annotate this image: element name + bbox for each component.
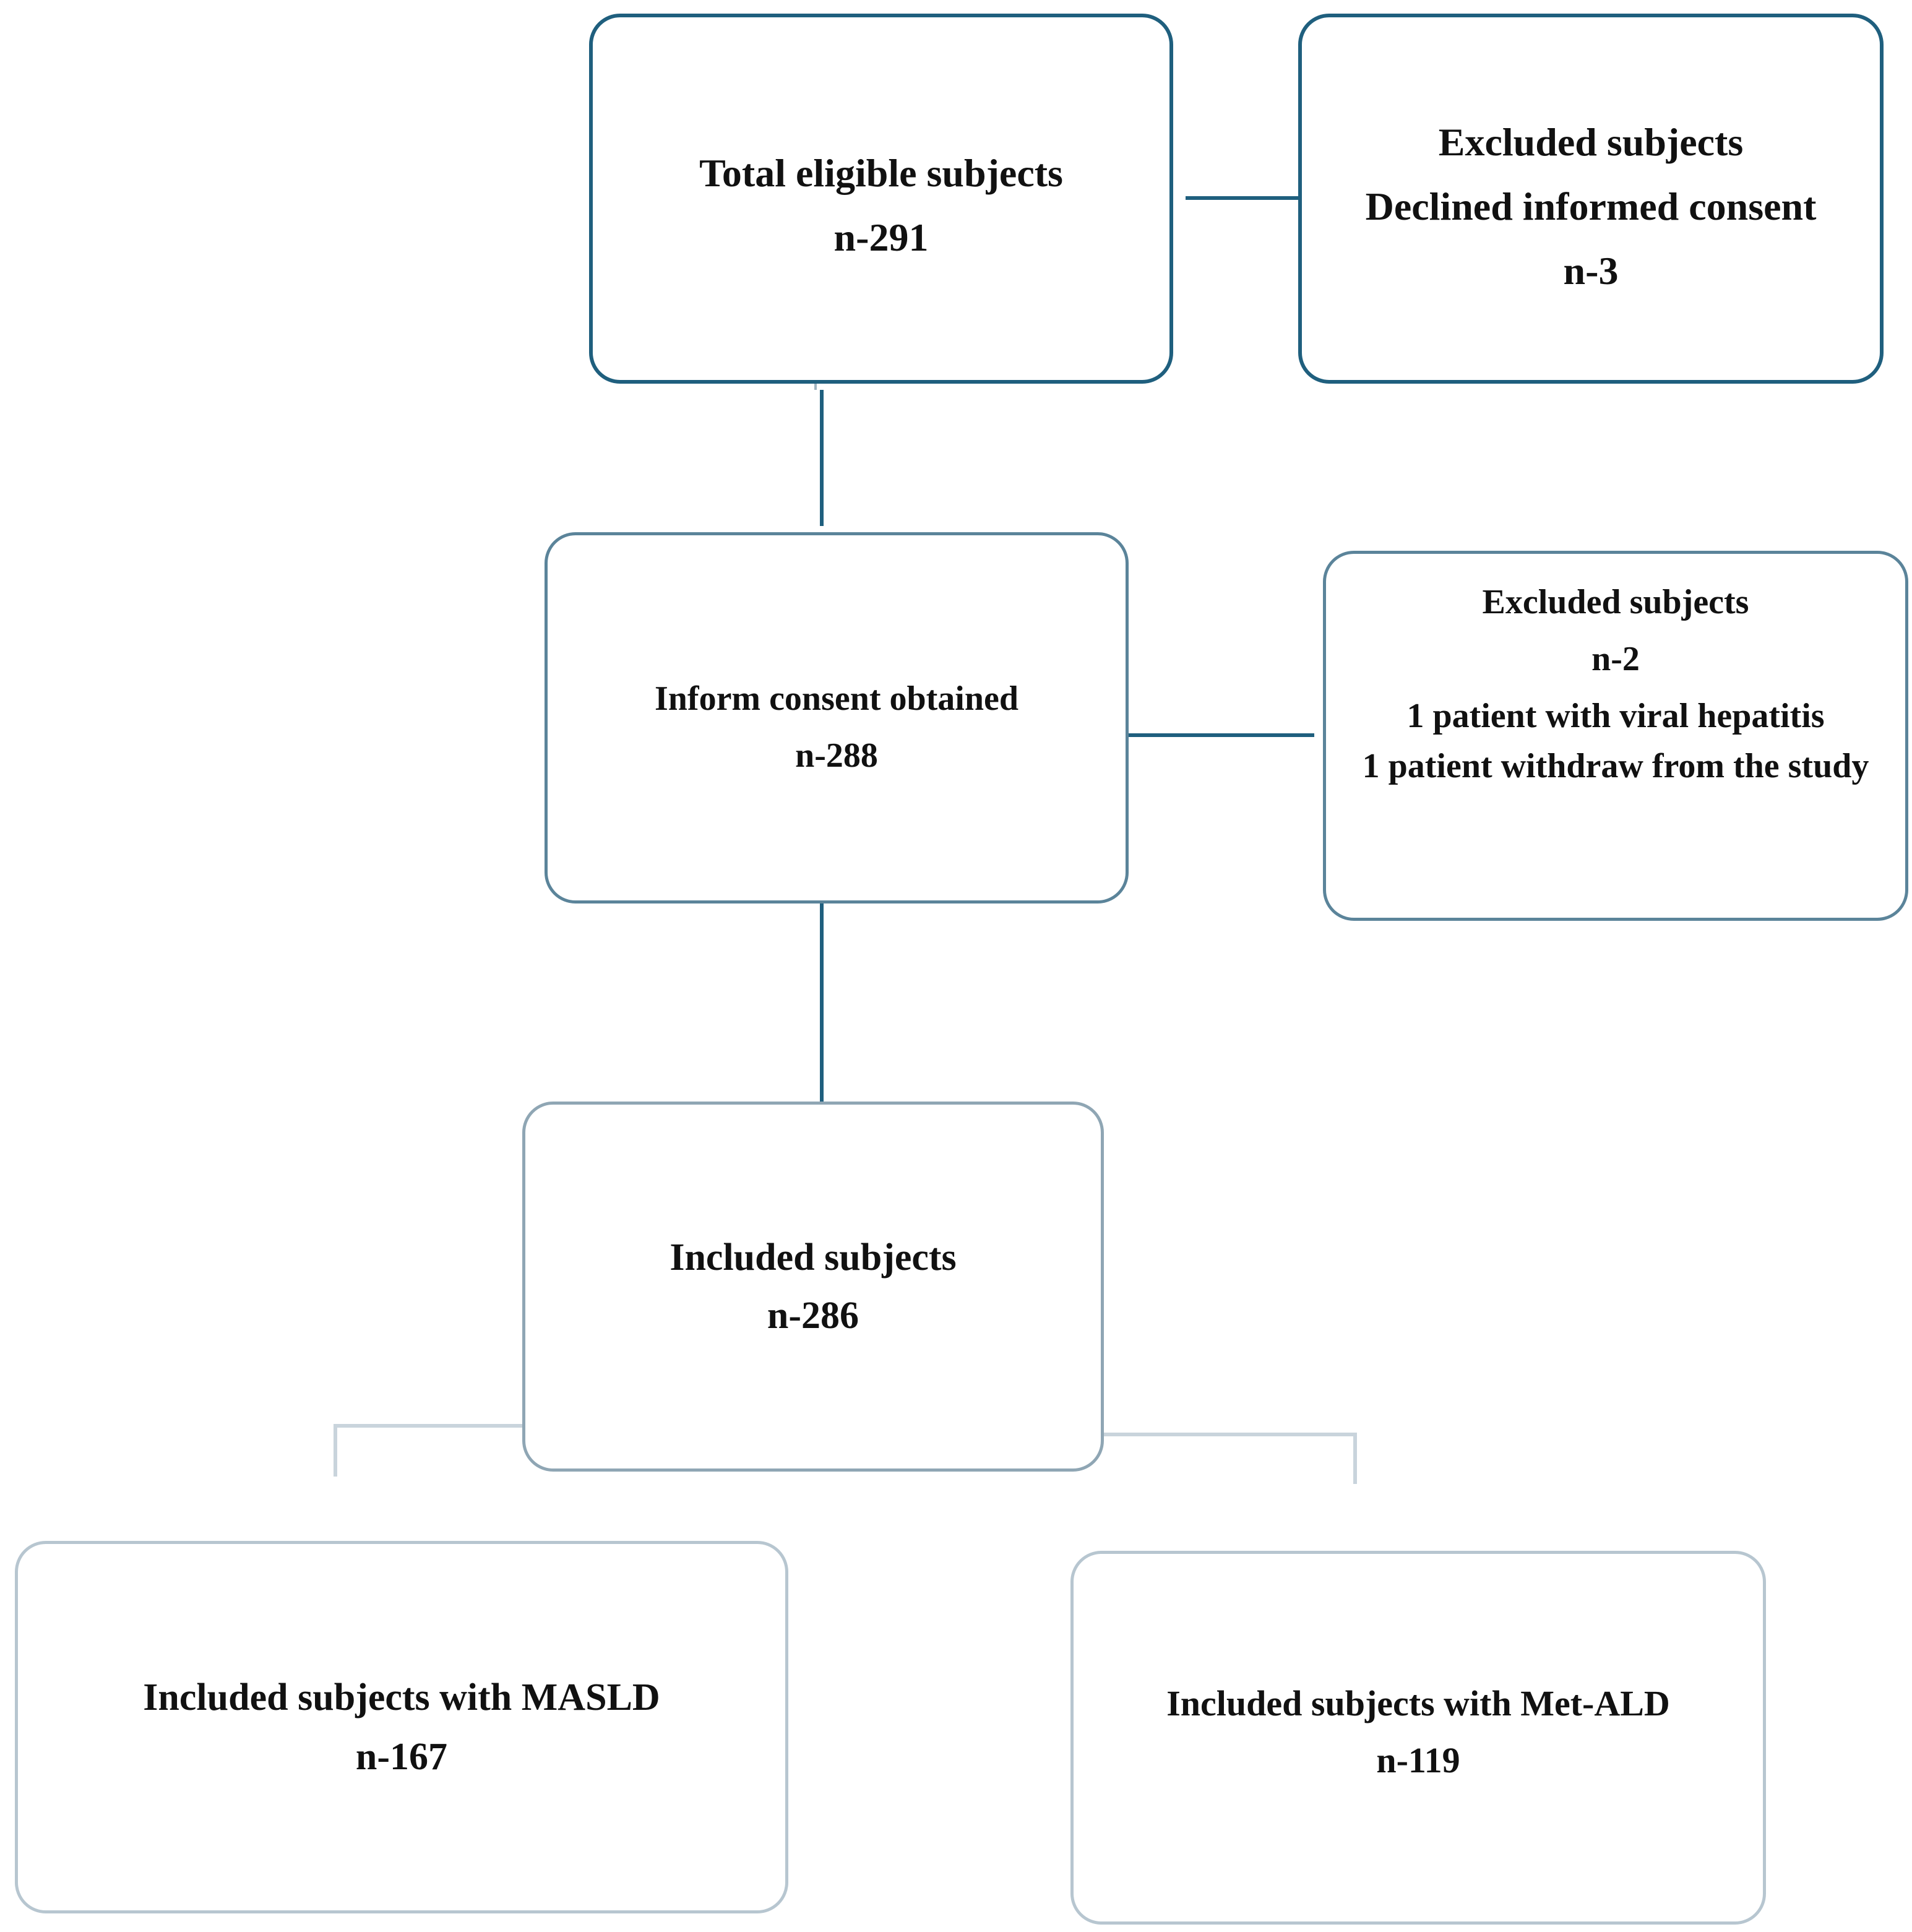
edge-total-to-consent xyxy=(814,366,824,526)
node-title: Inform consent obtained xyxy=(654,679,1019,718)
node-title: Excluded subjects xyxy=(1438,120,1744,164)
node-count: n-291 xyxy=(833,215,929,259)
node-count: n-119 xyxy=(1376,1740,1460,1780)
node-excluded-second: Excluded subjects n-2 1 patient with vir… xyxy=(1323,551,1908,921)
node-title: Included subjects with MASLD xyxy=(143,1676,660,1719)
node-title: Included subjects with Met-ALD xyxy=(1166,1683,1670,1723)
node-count: n-286 xyxy=(767,1295,859,1337)
node-count: n-3 xyxy=(1563,249,1619,293)
node-count: n-167 xyxy=(355,1736,448,1778)
node-included-masld: Included subjects with MASLD n-167 xyxy=(15,1541,788,1913)
node-included: Included subjects n-286 xyxy=(522,1102,1104,1472)
node-title: Total eligible subjects xyxy=(699,151,1063,195)
node-consent-obtained: Inform consent obtained n-288 xyxy=(545,532,1129,903)
node-reason-withdraw: 1 patient withdraw from the study xyxy=(1362,747,1869,785)
node-excluded-declined: Excluded subjects Declined informed cons… xyxy=(1298,14,1884,384)
node-count: n-2 xyxy=(1591,640,1640,678)
node-reason: Declined informed consent xyxy=(1365,184,1817,228)
node-reason-viral-hepatitis: 1 patient with viral hepatitis xyxy=(1406,697,1825,735)
node-title: Excluded subjects xyxy=(1482,583,1749,621)
node-total-eligible: Total eligible subjects n-291 xyxy=(589,14,1173,384)
node-title: Included subjects xyxy=(670,1236,957,1279)
node-included-metald: Included subjects with Met-ALD n-119 xyxy=(1070,1551,1766,1925)
node-count: n-288 xyxy=(795,736,878,775)
